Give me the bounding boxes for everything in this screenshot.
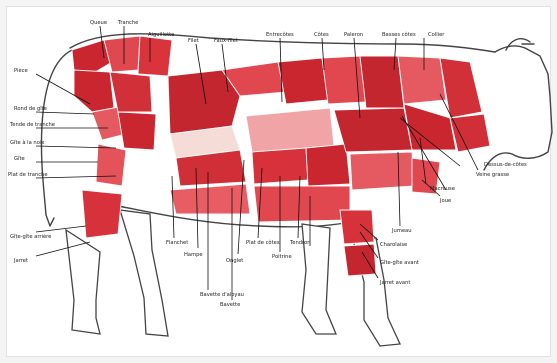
cut-basses-cotes [398,56,446,104]
label-paleron: Paleron [344,32,363,38]
label-joue: Joue [439,198,451,204]
label-jarret-avant: Jarret avant [379,280,410,286]
label-veine-grasse: Veine grasse [476,172,509,178]
cut-poitrine [254,186,350,222]
head-outline [484,46,552,170]
label-tendron: Tendron [289,240,311,246]
tail-outline [41,50,72,226]
horn-outline [506,39,534,50]
label-collier: Collier [428,32,445,38]
label-filet: Filet [188,38,199,44]
label-plat-de-cotes: Plat de côtes [246,239,280,246]
label-tende-de-tranche: Tende de tranche [9,122,55,128]
label-jumeau: Jumeau [391,228,412,234]
cut-tende-de-tranche [110,72,152,112]
cut-gite-avant [340,210,374,244]
label-poitrine: Poitrine [272,254,292,260]
cut-macreuse [334,108,412,152]
label-charolaise: Charolaise [380,242,407,248]
cut-jarret-arriere [82,190,122,238]
label-gite-avant: Gîte-gîte avant [380,259,419,266]
label-tranche: Tranche [117,20,138,26]
label-bavette-aloyau: Bavette d'aloyau [200,292,244,298]
label-entrecotes: Entrecôtes [266,31,294,38]
cut-tendron [306,144,350,186]
label-gite-arriere: Gîte-gîte arrière [10,233,51,240]
cut-entrecotes [278,58,328,104]
cut-collier [440,58,482,118]
label-onglet: Onglet [226,258,243,264]
cut-flanchet [170,184,250,214]
cut-veine-grasse [450,114,490,152]
label-aiguillette: Aiguillette [148,32,174,38]
label-gite-a-la-noix: Gîte à la noix [10,139,44,146]
label-plat-de-tranche: Plat de tranche [8,172,48,178]
label-macreuse: Macreuse [430,186,455,192]
cut-plat-de-tranche [118,112,156,150]
label-gite: Gîte [14,155,25,162]
cut-aiguillette [138,36,172,76]
label-dessus-de-cotes: Dessus-de-côtes [484,161,527,168]
label-cotes: Côtes [314,31,329,38]
cut-tranche-top [104,36,140,72]
cut-paleron [360,56,404,108]
hind-leg-front [120,210,168,336]
label-faux-filet: Faux-filet [214,38,238,44]
cut-gite [96,144,126,186]
label-rond-de-gite: Rond de gîte [14,105,47,112]
hind-leg-back [66,230,100,334]
label-queue: Queue [90,20,107,26]
label-hampe-aloyau: Hampe [184,252,203,258]
label-basses-cotes: Basses côtes [382,31,416,38]
label-flanchet: Flanchet [166,240,188,246]
cut-cotes [322,56,366,104]
cut-gite-a-la-noix [74,70,114,112]
label-jarret-arriere: Jarret [13,258,28,264]
cut-jumeau [350,152,414,190]
label-bavette: Bavette [220,302,240,308]
label-piece: Pièce [14,67,28,74]
cut-plat-de-cotes [246,108,334,152]
